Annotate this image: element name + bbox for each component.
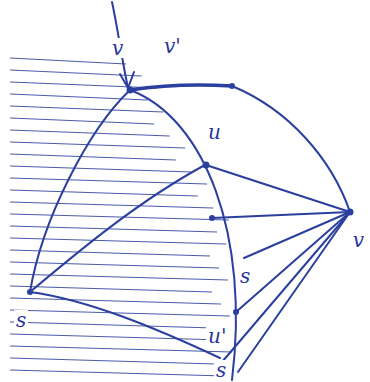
hatch-line [10,154,176,160]
edge-v [222,212,350,362]
hatch-line [10,202,213,208]
hatch-line [10,226,217,232]
hatch-line [10,94,148,100]
hatch-line [10,130,170,136]
vertex-dots [27,83,354,315]
vertex-label: u [206,122,223,142]
vertex-label: v' [162,36,183,56]
vertex-label: v [351,230,366,250]
hatch-line [10,286,212,292]
arrow-head [120,72,134,88]
hatch-line [10,58,126,64]
hatch-line [10,190,198,196]
hatch-line [10,334,223,340]
vertex-label: u' [206,326,228,346]
inner-arc [130,90,236,380]
hatch-line [10,118,154,124]
hatch-line [10,142,185,148]
vertex-label: s [14,310,28,330]
hatch-line [10,82,157,88]
hatch-line [10,106,163,112]
hatch-line [10,370,225,376]
hatch-line [10,358,216,364]
hatching [10,58,232,376]
edge-v-u [206,165,350,212]
graph-lines [30,2,350,380]
hatch-line [10,166,191,172]
vertex-label: s [214,360,228,380]
vertex-label: s [238,266,252,286]
outer-arc [30,90,130,292]
hatch-line [10,298,221,304]
hatch-line [10,274,228,280]
thick-edge [130,85,232,90]
hatch-line [10,70,142,76]
edge-s-bottom [30,292,220,358]
edge-v [212,212,350,218]
vertex-label: v [110,38,125,58]
edge-v-u2 [236,212,350,312]
hatch-line [10,262,219,268]
hatch-line [10,322,214,328]
edge-v [238,212,350,372]
edge-s-u [30,165,205,292]
